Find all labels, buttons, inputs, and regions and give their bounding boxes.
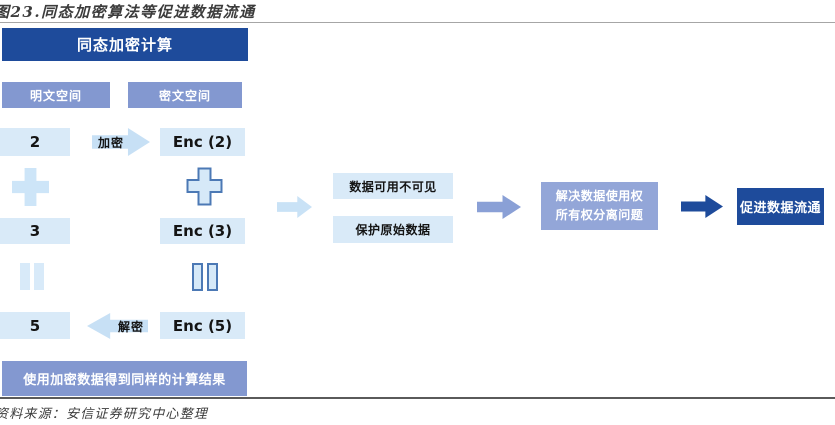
equals-outline-icon bbox=[192, 263, 203, 291]
encrypt-arrow-icon: 加密 bbox=[92, 128, 150, 156]
benefit-item: 数据可用不可见 bbox=[333, 173, 453, 199]
flow-arrow-icon bbox=[477, 195, 521, 219]
plus-outline-icon bbox=[186, 167, 223, 206]
solution-line: 解决数据使用权 bbox=[555, 188, 644, 203]
flow-arrow-icon bbox=[277, 196, 312, 218]
figure-title: 图23.同态加密算法等促进数据流通 bbox=[0, 3, 256, 21]
plus-icon bbox=[12, 168, 49, 206]
equals-outline-icon bbox=[207, 263, 218, 291]
footer-divider bbox=[0, 397, 835, 399]
benefit-item: 保护原始数据 bbox=[333, 216, 453, 243]
enc-value-a: Enc (2) bbox=[160, 128, 245, 156]
decrypt-label: 解密 bbox=[117, 319, 144, 334]
equals-icon bbox=[34, 263, 44, 290]
encrypt-label: 加密 bbox=[98, 135, 125, 150]
source-note: 资料来源：安信证券研究中心整理 bbox=[0, 407, 209, 422]
enc-value-b: Enc (3) bbox=[160, 218, 245, 244]
solution-line: 所有权分离问题 bbox=[555, 208, 644, 222]
plaintext-space-label: 明文空间 bbox=[2, 82, 110, 108]
flow-arrow-icon bbox=[681, 195, 723, 218]
title-divider bbox=[0, 22, 835, 23]
solution-box: 解决数据使用权 所有权分离问题 bbox=[541, 182, 658, 230]
diagram-header: 同态加密计算 bbox=[2, 28, 248, 61]
plain-result-value: 5 bbox=[0, 312, 70, 339]
ciphertext-space-label: 密文空间 bbox=[128, 82, 242, 108]
enc-result-value: Enc (5) bbox=[160, 312, 245, 339]
plain-value-b: 3 bbox=[0, 218, 70, 244]
equals-icon bbox=[20, 263, 30, 290]
plain-value-a: 2 bbox=[0, 128, 70, 156]
result-note: 使用加密数据得到同样的计算结果 bbox=[2, 361, 247, 396]
outcome-box: 促进数据流通 bbox=[737, 188, 824, 225]
decrypt-arrow-icon: 解密 bbox=[87, 313, 148, 339]
